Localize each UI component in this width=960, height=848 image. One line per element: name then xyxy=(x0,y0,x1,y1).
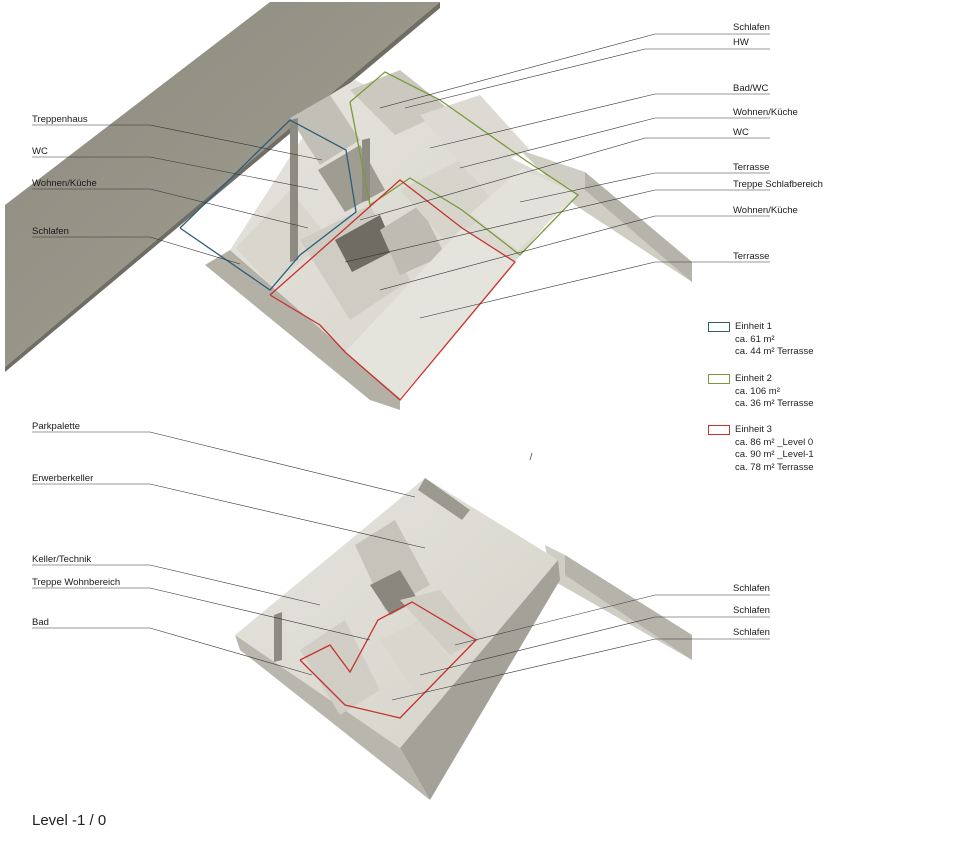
label-bad: Bad xyxy=(32,617,49,628)
legend-einheit-2-terrace: ca. 36 m² Terrasse xyxy=(735,398,814,409)
unit3-outline xyxy=(269,179,516,401)
legend-swatch-einheit-1 xyxy=(708,322,730,332)
lower-plan xyxy=(235,452,692,800)
label-treppe-schlafbereich: Treppe Schlafbereich xyxy=(733,179,823,190)
label-terrasse-2: Terrasse xyxy=(733,251,770,262)
lower-unit3-outline xyxy=(299,601,478,719)
label-wc-left: WC xyxy=(32,146,48,157)
label-wohnen-kueche-right-2: Wohnen/Küche xyxy=(733,205,798,216)
leader-lines xyxy=(32,33,770,701)
label-treppenhaus: Treppenhaus xyxy=(32,114,88,125)
label-lower-schlafen-2: Schlafen xyxy=(733,605,770,616)
legend-swatch-einheit-3 xyxy=(708,425,730,435)
legend-einheit-2-name: Einheit 2 xyxy=(735,373,772,384)
label-keller-technik: Keller/Technik xyxy=(32,554,92,565)
label-lower-schlafen-1: Schlafen xyxy=(733,583,770,594)
legend-einheit-1-area: ca. 61 m² xyxy=(735,333,775,345)
label-parkpalette: Parkpalette xyxy=(32,421,81,432)
label-lower-schlafen-3: Schlafen xyxy=(733,627,770,638)
label-wohnen-kueche-left: Wohnen/Küche xyxy=(32,178,97,189)
label-hw: HW xyxy=(733,37,749,48)
legend-einheit-3-name: Einheit 3 xyxy=(735,424,772,435)
legend-einheit-3-level0: ca. 86 m² _Level 0 xyxy=(735,436,814,448)
legend-einheit-1-terrace: ca. 44 m² Terrasse xyxy=(735,346,814,357)
upper-plan xyxy=(5,2,692,410)
legend-einheit-1-name: Einheit 1 xyxy=(735,321,772,332)
side-ramp xyxy=(520,150,692,282)
label-treppe-wohnbereich: Treppe Wohnbereich xyxy=(32,577,121,588)
label-wohnen-kueche-right-1: Wohnen/Küche xyxy=(733,107,798,118)
legend-einheit-3-level-1: ca. 90 m² _Level-1 xyxy=(735,449,814,460)
legend-einheit-3-terrace: ca. 78 m² Terrasse xyxy=(735,461,814,473)
unit2-outline xyxy=(349,71,580,256)
level-title: Level -1 / 0 xyxy=(32,812,107,829)
label-terrasse-1: Terrasse xyxy=(733,162,770,173)
label-bad-wc: Bad/WC xyxy=(733,83,769,94)
label-schlafen-left: Schlafen xyxy=(32,226,69,237)
label-erwerberkeller: Erwerberkeller xyxy=(32,473,94,484)
label-wc-right: WC xyxy=(733,127,749,138)
legend-swatch-einheit-2 xyxy=(708,374,730,384)
label-schlafen-right: Schlafen xyxy=(733,22,770,33)
legend-einheit-2-area: ca. 106 m² xyxy=(735,385,780,397)
unit1-outline xyxy=(179,119,357,291)
